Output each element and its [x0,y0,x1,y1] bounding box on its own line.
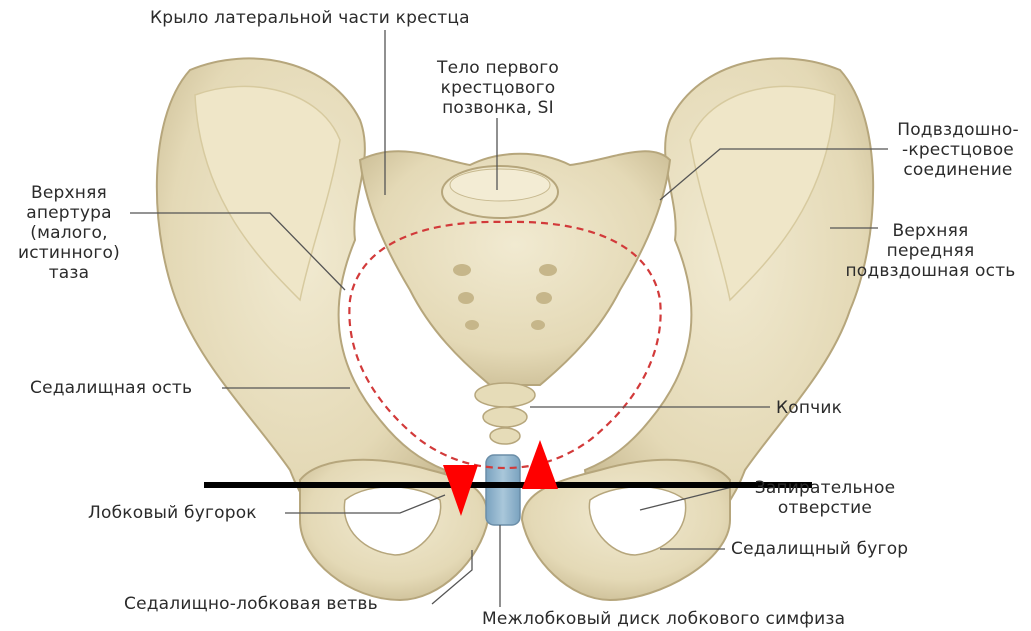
label-pubic-tubercle: Лобковый бугорок [88,503,257,523]
label-ischial-spine: Седалищная ость [30,378,192,398]
label-asis: Верхняя передняя подвздошная ость [833,221,1028,281]
interpubic-disc [486,455,520,525]
label-ischiopubic-ramus: Седалищно-лобковая ветвь [124,594,378,614]
label-upper-aperture: Верхняя апертура (малого, истинного) таз… [4,183,134,283]
label-ischial-tuberosity: Седалищный бугор [731,539,908,559]
coccyx-bones [475,383,535,444]
red-marker-up [522,440,558,489]
label-coccyx: Копчик [776,398,842,418]
label-interpubic-disc: Межлобковый диск лобкового симфиза [482,609,845,629]
label-obturator-foramen: Запирательное отверстие [740,478,910,518]
label-s1-body: Тело первого крестцового позвонка, SI [428,58,568,118]
label-sacrum-wing: Крыло латеральной части крестца [150,8,470,28]
label-sacroiliac-joint: Подвздошно- -крестцовое соединение [888,120,1028,180]
s1-body-top [450,169,550,201]
